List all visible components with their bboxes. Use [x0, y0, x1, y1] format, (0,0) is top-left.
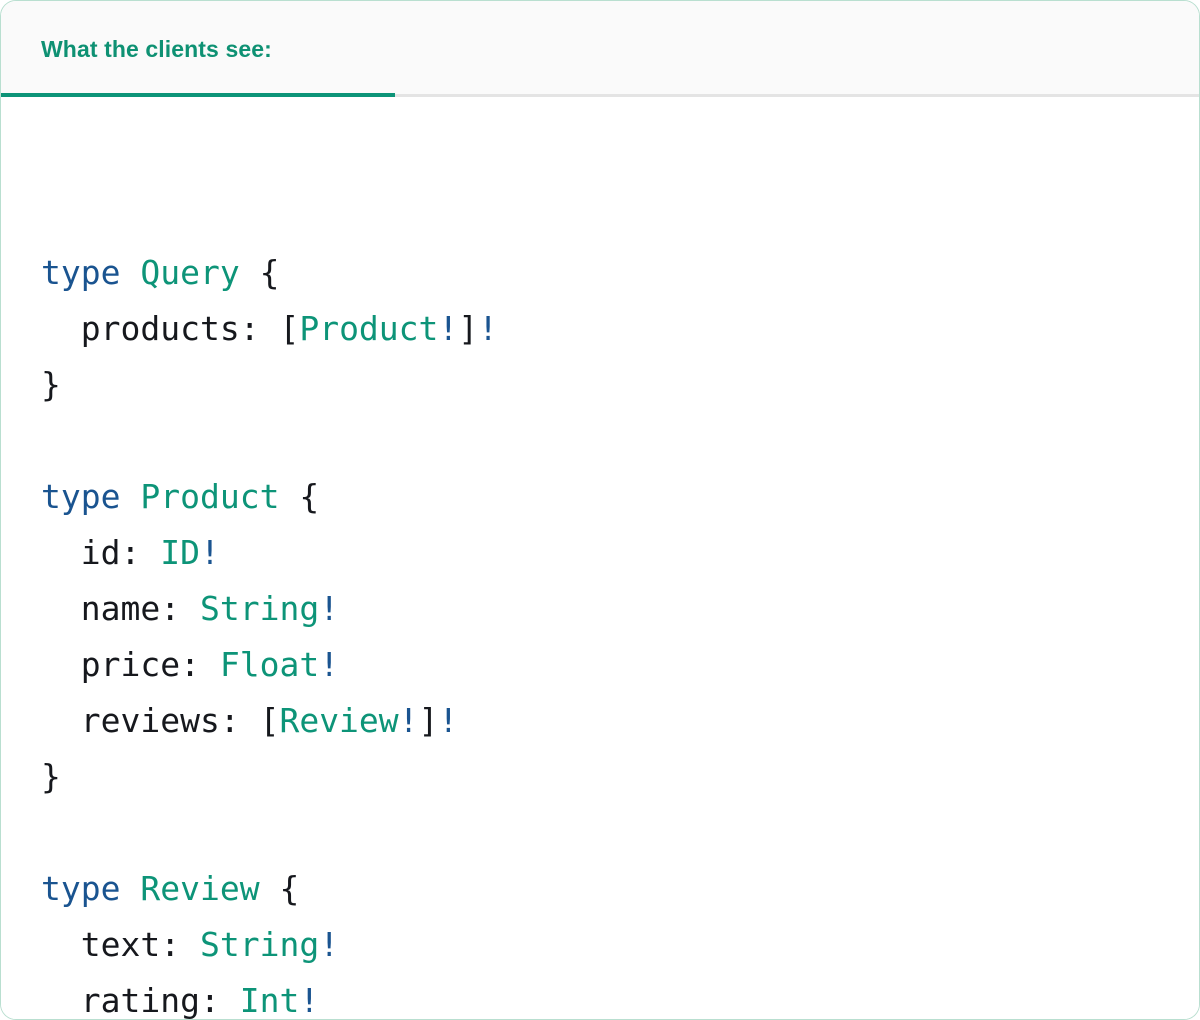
token-scalar-string: String	[199, 589, 320, 628]
token-field-id: id	[80, 533, 121, 572]
token-scalar-float: Float	[219, 645, 320, 684]
token-field-rating: rating	[80, 981, 200, 1020]
token-space	[279, 477, 299, 516]
token-space	[120, 869, 140, 908]
active-tab-indicator	[1, 93, 395, 97]
token-colon: :	[160, 589, 200, 628]
token-bracket-close: ]	[418, 701, 439, 740]
code-content: type Query { products: [Product!]!} type…	[41, 245, 1159, 1020]
token-ref-review: Review	[279, 701, 399, 740]
token-bang: !	[319, 645, 340, 684]
token-indent	[41, 701, 81, 740]
token-type-product: Product	[140, 477, 280, 516]
code-line-14: rating: Int!	[41, 973, 1159, 1020]
code-line-8: price: Float!	[41, 637, 1159, 693]
code-line-5: type Product {	[41, 469, 1159, 525]
token-keyword-type: type	[41, 869, 121, 908]
token-field-text: text	[80, 925, 161, 964]
code-line-12: type Review {	[41, 861, 1159, 917]
token-bang: !	[319, 589, 340, 628]
token-bang: !	[200, 533, 220, 572]
token-scalar-int: Int	[239, 981, 300, 1020]
token-field-price: price	[80, 645, 181, 684]
token-brace-open: {	[279, 869, 300, 908]
token-brace-open: {	[299, 477, 320, 516]
token-brace-close: }	[41, 365, 61, 404]
panel-header-title: What the clients see:	[41, 35, 272, 62]
token-space	[240, 253, 260, 292]
token-scalar-id: ID	[160, 533, 200, 572]
code-line-3: }	[41, 357, 1159, 413]
token-space	[120, 477, 140, 516]
code-line-2: products: [Product!]!	[41, 301, 1159, 357]
token-keyword-type: type	[41, 253, 121, 292]
token-ref-product: Product	[299, 309, 439, 348]
token-field-products: products	[80, 309, 240, 348]
token-space	[120, 253, 140, 292]
token-bang: !	[438, 701, 459, 740]
token-field-reviews: reviews	[80, 701, 220, 740]
code-line-1: type Query {	[41, 245, 1159, 301]
graphql-schema-code[interactable]: type Query { products: [Product!]!} type…	[41, 133, 1159, 1020]
token-colon: :	[120, 533, 161, 572]
code-line-9: reviews: [Review!]!	[41, 693, 1159, 749]
panel-header: What the clients see:	[1, 1, 1199, 97]
token-keyword-type: type	[41, 477, 121, 516]
token-bang: !	[398, 701, 419, 740]
token-colon: :	[160, 925, 200, 964]
token-field-name: name	[80, 589, 161, 628]
code-line-6: id: ID!	[41, 525, 1159, 581]
token-indent	[41, 645, 81, 684]
header-divider	[1, 94, 1199, 97]
token-bracket-open: [	[259, 701, 280, 740]
token-bracket-open: [	[279, 309, 300, 348]
code-body: type Query { products: [Product!]!} type…	[1, 97, 1199, 1020]
token-bracket-close: ]	[458, 309, 479, 348]
token-type-review: Review	[140, 869, 260, 908]
token-type-query: Query	[140, 253, 240, 292]
code-line-4-blank	[41, 413, 1159, 469]
token-indent	[41, 309, 81, 348]
token-bang: !	[299, 981, 320, 1020]
token-colon: :	[199, 981, 240, 1020]
token-bang: !	[319, 925, 340, 964]
token-indent	[41, 925, 81, 964]
token-space	[260, 869, 280, 908]
token-indent	[41, 981, 81, 1019]
token-brace-close: }	[41, 757, 61, 796]
token-bang: !	[478, 309, 499, 348]
token-indent	[41, 533, 81, 572]
token-bang: !	[438, 309, 459, 348]
code-line-13: text: String!	[41, 917, 1159, 973]
token-scalar-string: String	[199, 925, 320, 964]
token-colon: :	[239, 309, 280, 348]
code-line-10: }	[41, 749, 1159, 805]
code-line-7: name: String!	[41, 581, 1159, 637]
token-colon: :	[180, 645, 220, 684]
token-indent	[41, 589, 81, 628]
token-brace-open: {	[259, 253, 280, 292]
token-colon: :	[219, 701, 260, 740]
code-line-11-blank	[41, 805, 1159, 861]
